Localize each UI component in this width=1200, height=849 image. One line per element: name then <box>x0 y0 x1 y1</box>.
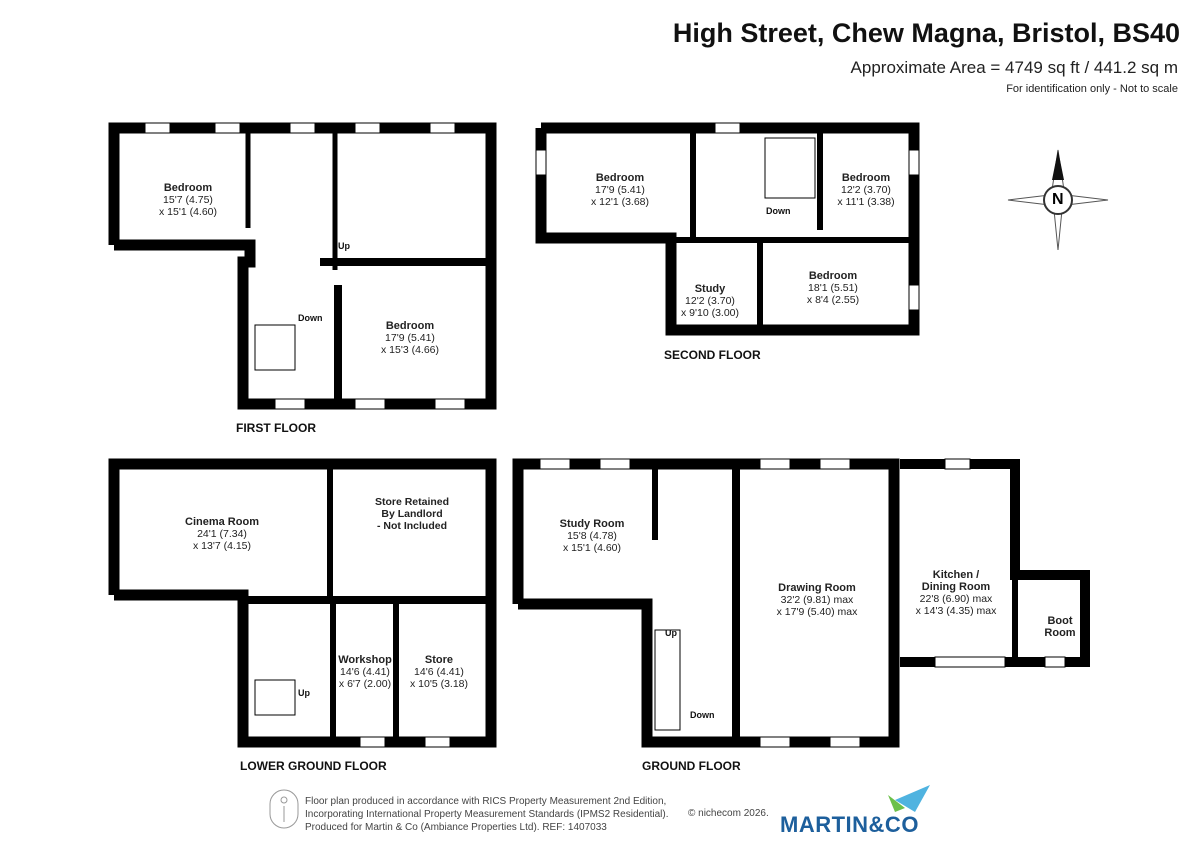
lower-ground-walls <box>108 458 497 748</box>
compass-north-label: N <box>1052 191 1064 208</box>
footer-disclaimer: Floor plan produced in accordance with R… <box>305 796 669 833</box>
first-floor-label: FIRST FLOOR <box>236 421 316 435</box>
ground-floor-label: GROUND FLOOR <box>642 759 741 773</box>
martin-co-logo: MARTIN&CO <box>780 812 919 837</box>
first-up-label: Up <box>338 241 350 251</box>
first-down-label: Down <box>298 313 323 323</box>
scale-note: For identification only - Not to scale <box>1006 83 1178 95</box>
ground-down-label: Down <box>690 710 715 720</box>
lower-ground-floor-label: LOWER GROUND FLOOR <box>240 759 387 773</box>
martin-co-logo-mark <box>888 785 930 812</box>
person-outline-icon <box>269 789 299 829</box>
ground-floor-walls <box>512 458 900 748</box>
compass-icon <box>1007 149 1109 251</box>
lower-up-label: Up <box>298 688 310 698</box>
approximate-area: Approximate Area = 4749 sq ft / 441.2 sq… <box>850 58 1178 77</box>
second-down-label: Down <box>766 206 791 216</box>
property-title: High Street, Chew Magna, Bristol, BS40 <box>672 18 1180 48</box>
copyright: © nichecom 2026. <box>688 808 769 819</box>
ground-up-label: Up <box>665 628 677 638</box>
second-floor-walls <box>535 122 920 336</box>
second-floor-label: SECOND FLOOR <box>664 348 761 362</box>
